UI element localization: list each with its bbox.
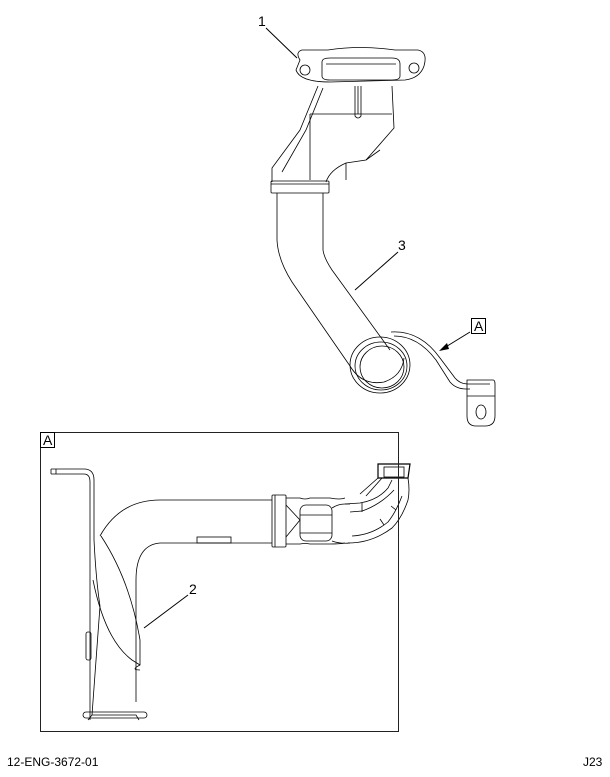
- view-flag-A: A: [471, 318, 487, 334]
- part-1-flange: [271, 47, 426, 183]
- collar: [270, 180, 330, 194]
- drawing-number: 12-ENG-3672-01: [7, 755, 99, 769]
- leader-2: [143, 594, 189, 629]
- arrow-A-icon: [439, 343, 449, 351]
- leader-3: [354, 251, 399, 291]
- callout-3: 3: [398, 237, 406, 253]
- detail-view-frame: [40, 432, 399, 732]
- callout-2: 2: [189, 581, 197, 597]
- leader-1: [265, 27, 298, 59]
- callout-1: 1: [258, 13, 266, 29]
- sheet-code: J23: [583, 755, 603, 769]
- detail-label-A: A: [40, 432, 56, 448]
- leader-A: [443, 331, 471, 349]
- part-2-pipe-assembly: [50, 463, 411, 721]
- part-3-tube: [276, 193, 496, 427]
